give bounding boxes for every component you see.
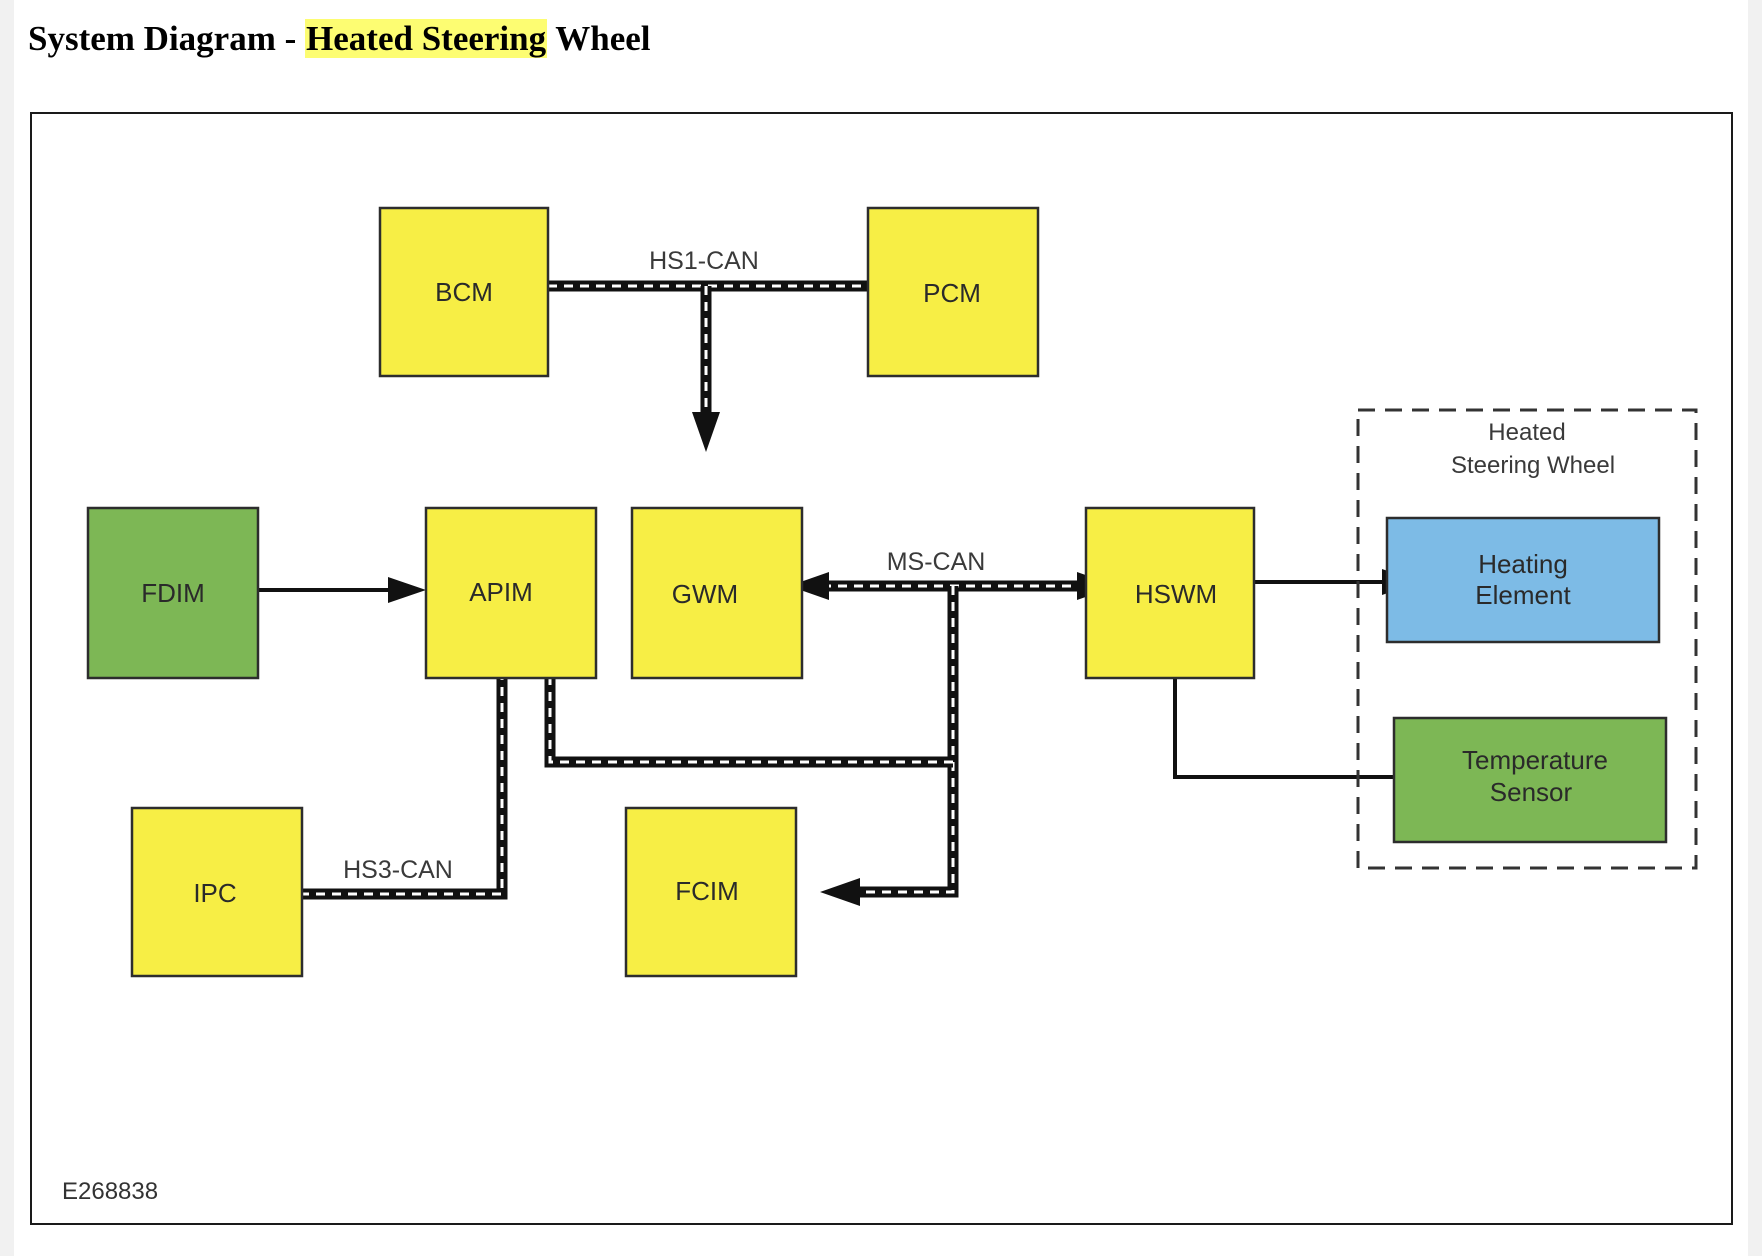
pcm-label: PCM: [923, 278, 981, 308]
hs1-can-bus: [548, 280, 868, 452]
apim-module: APIM: [424, 506, 598, 680]
fdim-to-apim-wire: [258, 577, 426, 603]
heating-element: Heating Element: [1385, 516, 1661, 644]
heating-element-label-line2: Element: [1475, 580, 1571, 610]
fcim-module: FCIM: [624, 806, 798, 978]
hswm-module: HSWM: [1084, 506, 1256, 680]
fcim-label: FCIM: [675, 876, 739, 906]
fdim-module: FDIM: [86, 506, 260, 680]
diagram-frame: HS1-CAN MS-CAN HS3-CAN BCM PCM FDIM APIM…: [30, 112, 1733, 1225]
ipc-module: IPC: [130, 806, 304, 978]
page-left-edge: [0, 0, 14, 1256]
group-label-line2: Steering Wheel: [1451, 452, 1615, 479]
apim-label: APIM: [469, 577, 533, 607]
hs1-can-arrowhead: [692, 412, 720, 452]
hswm-label: HSWM: [1135, 579, 1217, 609]
hs3-can-label: HS3-CAN: [343, 856, 453, 884]
page-title: System Diagram - Heated Steering Wheel: [28, 14, 651, 64]
title-suffix: Wheel: [547, 19, 651, 58]
temperature-sensor-label-line2: Sensor: [1490, 777, 1573, 807]
system-diagram: HS1-CAN MS-CAN HS3-CAN BCM PCM FDIM APIM…: [62, 206, 1698, 1205]
gwm-module: GWM: [630, 506, 804, 680]
ms-can-arrowhead-fcim: [820, 878, 860, 906]
title-prefix: System Diagram -: [28, 19, 306, 58]
bcm-module: BCM: [378, 206, 550, 378]
title-highlight: Heated Steering: [305, 19, 548, 58]
ms-can-arrowhead-gwm: [789, 572, 829, 600]
ms-can-label: MS-CAN: [887, 548, 986, 576]
group-label-line1: Heated: [1488, 419, 1565, 446]
bcm-label: BCM: [435, 277, 493, 307]
gwm-label: GWM: [672, 579, 738, 609]
heating-element-label-line1: Heating: [1478, 549, 1568, 579]
ipc-label: IPC: [193, 878, 236, 908]
heated-steering-wheel-group: Heated Steering Wheel: [1356, 408, 1698, 870]
pcm-module: PCM: [866, 206, 1040, 378]
page-right-edge: [1748, 0, 1762, 1256]
temperature-sensor-label-line1: Temperature: [1462, 745, 1608, 775]
temperature-sensor: Temperature Sensor: [1392, 716, 1668, 844]
hs1-can-label: HS1-CAN: [649, 247, 759, 275]
fdim-label: FDIM: [141, 578, 205, 608]
ms-can-bus: [536, 572, 1117, 906]
figure-reference-number: E268838: [62, 1178, 158, 1205]
